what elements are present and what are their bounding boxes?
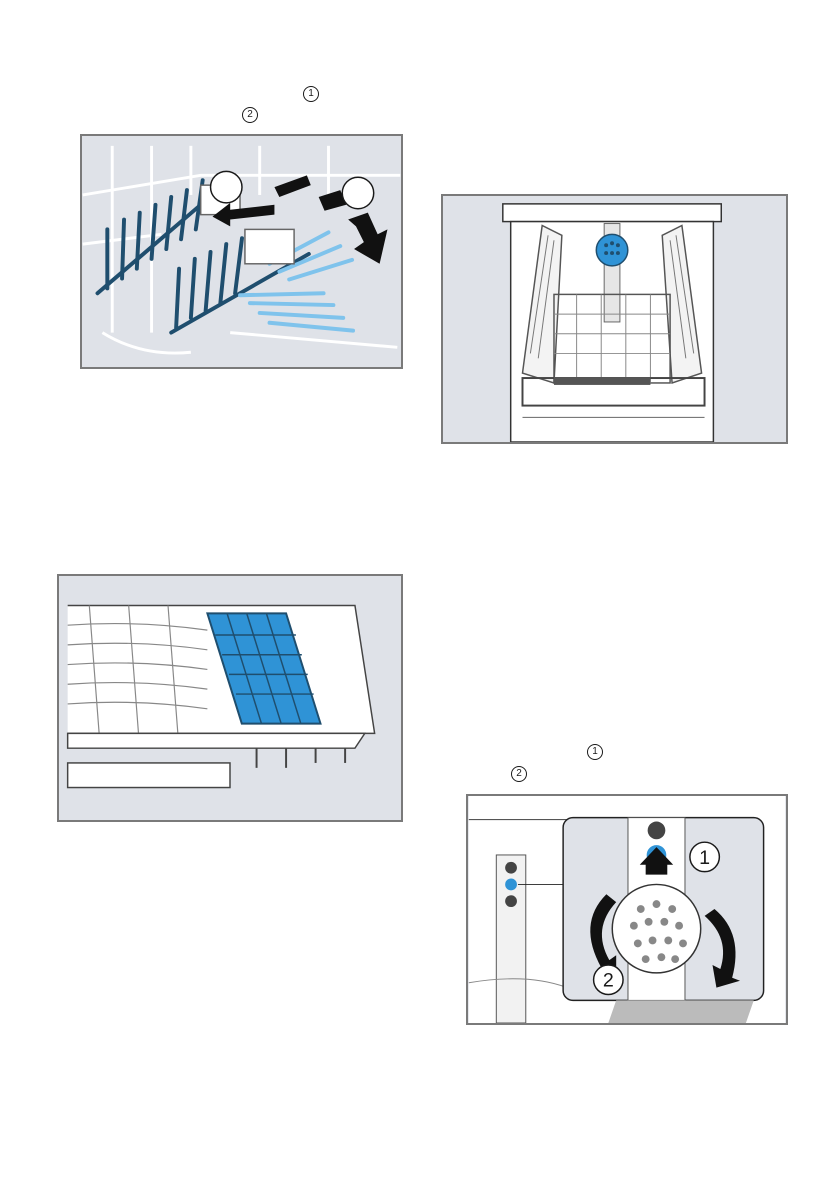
- step-marker-1-bottom: 1: [587, 744, 603, 760]
- figure-dishwasher-interior: [441, 194, 788, 444]
- step-marker-1: 1: [303, 86, 319, 102]
- step-marker-2: 2: [242, 107, 258, 123]
- figure-folding-tines: [80, 134, 403, 369]
- step-marker-2-bottom: 2: [511, 766, 527, 782]
- callout-circle-1: [211, 171, 242, 202]
- spray-nozzle-icon: [596, 234, 627, 265]
- dishwasher-interior-illustration: [443, 196, 786, 442]
- callout-label-spray-2: 2: [603, 970, 614, 992]
- figure-cutlery-basket: [57, 574, 403, 822]
- callout-label-spray-1: 1: [699, 847, 710, 869]
- cutlery-basket-illustration: [59, 576, 401, 820]
- spray-arm-lock-illustration: 1 2: [468, 796, 786, 1023]
- figure-spray-arm-lock: 1 2: [466, 794, 788, 1025]
- folding-tines-illustration: [82, 136, 401, 367]
- callout-circle-2: [342, 177, 373, 208]
